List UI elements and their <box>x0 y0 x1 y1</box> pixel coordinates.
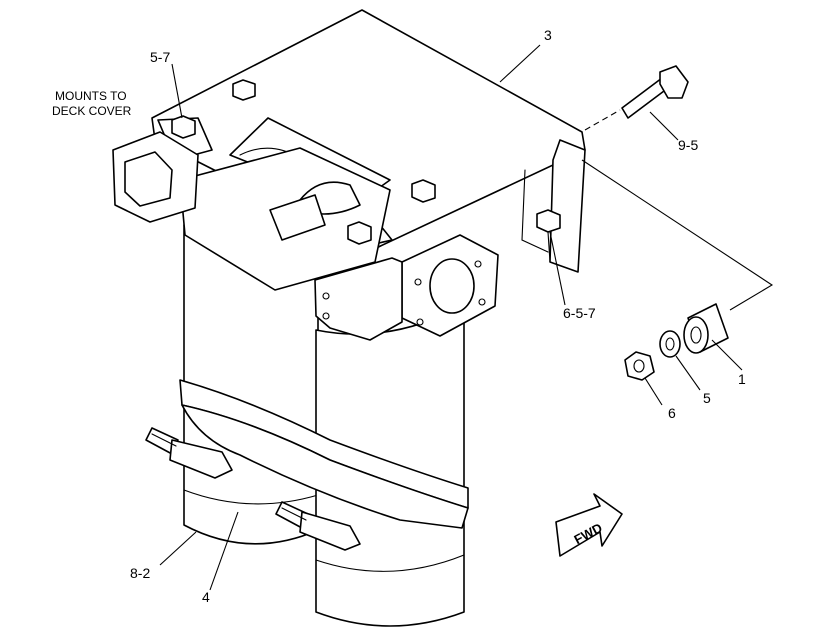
fwd-arrow: FWD <box>555 493 623 557</box>
bolt-left-front <box>171 115 196 139</box>
assembly-path-lines <box>581 109 774 311</box>
note-mounts-to-line2: DECK COVER <box>52 104 132 118</box>
callout-8-2: 8-2 <box>130 565 150 581</box>
right-port-block <box>401 234 499 337</box>
fitting-front <box>275 501 361 551</box>
lower-head-block <box>314 257 403 341</box>
leader-lines <box>159 44 743 591</box>
callout-4: 4 <box>202 589 210 605</box>
callout-5-7: 5-7 <box>150 49 170 65</box>
spacer-part-1 <box>683 303 729 354</box>
callout-9-5: 9-5 <box>678 137 698 153</box>
callout-5: 5 <box>703 390 711 406</box>
note-mounts-to-line1: MOUNTS TO <box>55 89 127 103</box>
nut-part-6 <box>624 351 655 381</box>
bolt-flange <box>536 209 561 263</box>
bolt-right-front <box>347 221 372 245</box>
fitting-left <box>145 427 233 479</box>
bolt-left-rear <box>232 79 256 101</box>
bolt-part-9 <box>621 65 689 119</box>
hose-clamp-strap <box>179 379 469 529</box>
callout-6: 6 <box>668 405 676 421</box>
left-port-block <box>112 131 199 223</box>
washer-part-5 <box>659 330 681 358</box>
callout-6-5-7: 6-5-7 <box>563 305 596 321</box>
bolt-right-rear <box>411 179 436 203</box>
filter-head <box>179 147 391 291</box>
callout-3: 3 <box>544 27 552 43</box>
callout-1: 1 <box>738 371 746 387</box>
